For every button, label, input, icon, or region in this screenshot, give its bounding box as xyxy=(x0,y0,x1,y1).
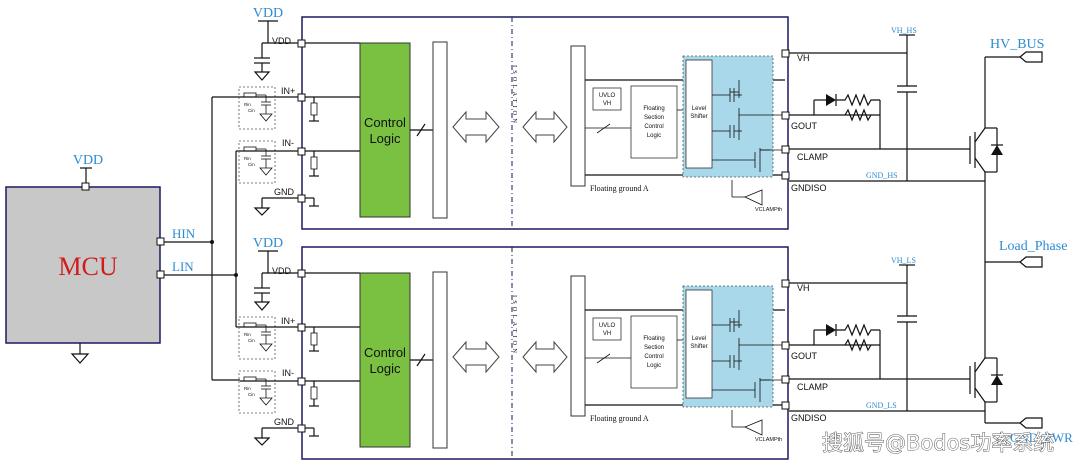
pin-gndiso: GNDISO xyxy=(791,183,827,193)
mcu-lin-label: LIN xyxy=(172,259,194,274)
pin-gout: GOUT xyxy=(791,121,818,131)
mcu-lin-pin xyxy=(156,270,165,279)
isolation-arrow-left xyxy=(452,110,500,144)
svg-text:Cin: Cin xyxy=(248,338,255,343)
svg-text:Level: Level xyxy=(692,336,706,342)
mcu-block: MCU VDD HIN LIN xyxy=(5,153,196,364)
control-logic-block xyxy=(359,42,411,218)
svg-text:Floating: Floating xyxy=(643,336,664,342)
supply-label: VH_HS xyxy=(891,26,917,35)
svg-text:Cin: Cin xyxy=(248,108,255,113)
svg-text:Shifter: Shifter xyxy=(690,114,707,120)
floating-ground-label: Floating ground A xyxy=(590,414,649,423)
isolation-arrow-right xyxy=(522,340,568,374)
pin-gndiso: GNDISO xyxy=(791,413,827,423)
bottom-net-label: GND_PWR xyxy=(1010,430,1073,445)
svg-text:Control: Control xyxy=(644,124,663,130)
svg-text:Section: Section xyxy=(644,345,664,351)
pin-in-plus: IN+ xyxy=(281,316,295,326)
vdd-top-label: VDD xyxy=(253,236,283,251)
supply-label: VH_LS xyxy=(891,256,916,265)
mcu-hin-pin xyxy=(156,237,165,246)
control-logic-label-2: Logic xyxy=(369,131,401,146)
pin-in-minus: IN- xyxy=(282,368,294,378)
isolation-arrow-right xyxy=(522,110,568,144)
vdd-top-label: VDD xyxy=(253,6,283,21)
watermark: 搜狐号@Bodos功率系统 xyxy=(822,431,1054,455)
svg-text:Cin: Cin xyxy=(248,392,255,397)
isolation-label: ISOLATION xyxy=(511,295,518,356)
pin-vdd: VDD xyxy=(272,36,292,46)
vclamp-label: VCLAMPth xyxy=(755,207,782,213)
svg-text:Cin: Cin xyxy=(248,162,255,167)
floating-ground-label: Floating ground A xyxy=(590,184,649,193)
isolation-arrow-left xyxy=(452,340,500,374)
channel-high-side: ISOLATION VDD VDD Rin Cin IN+ Rin xyxy=(238,6,985,230)
pin-in-minus: IN- xyxy=(282,138,294,148)
svg-text:UVLO: UVLO xyxy=(599,93,616,99)
pin-gnd: GND xyxy=(274,187,295,197)
svg-text:VH: VH xyxy=(603,101,611,107)
svg-text:Logic: Logic xyxy=(647,133,661,139)
control-logic-label-2: Logic xyxy=(369,361,401,376)
mcu-label: MCU xyxy=(58,252,117,281)
svg-text:Logic: Logic xyxy=(647,363,661,369)
mcu-hin-label: HIN xyxy=(172,226,196,241)
control-logic-label-1: Control xyxy=(364,115,406,130)
svg-text:Rin: Rin xyxy=(244,386,251,391)
control-logic-block xyxy=(359,272,411,448)
svg-text:Rin: Rin xyxy=(244,156,251,161)
mcu-signal-wires xyxy=(164,96,240,381)
pin-gnd: GND xyxy=(274,417,295,427)
pin-in-plus: IN+ xyxy=(281,86,295,96)
pin-clamp: CLAMP xyxy=(797,152,828,162)
ground-label: GND_HS xyxy=(866,171,898,180)
svg-text:Level: Level xyxy=(692,106,706,112)
svg-text:Control: Control xyxy=(644,354,663,360)
ground-label: GND_LS xyxy=(866,401,897,410)
pin-vh: VH xyxy=(797,53,810,63)
pin-clamp: CLAMP xyxy=(797,382,828,392)
svg-text:Shifter: Shifter xyxy=(690,344,707,350)
pin-gout: GOUT xyxy=(791,351,818,361)
mcu-vdd-label: VDD xyxy=(73,153,103,168)
load-phase-label: Load_Phase xyxy=(999,239,1067,254)
svg-text:Rin: Rin xyxy=(244,332,251,337)
control-logic-label-1: Control xyxy=(364,345,406,360)
hv-bus-label: HV_BUS xyxy=(990,37,1044,52)
svg-text:VH: VH xyxy=(603,331,611,337)
svg-text:Floating: Floating xyxy=(643,106,664,112)
isolation-label: ISOLATION xyxy=(511,65,518,126)
channel-low-side: ISOLATION VDD VDD Rin Cin IN+ Rin xyxy=(238,236,985,460)
svg-text:UVLO: UVLO xyxy=(599,323,616,329)
pin-vh: VH xyxy=(797,283,810,293)
svg-text:Rin: Rin xyxy=(244,102,251,107)
svg-text:Section: Section xyxy=(644,115,664,121)
pin-vdd: VDD xyxy=(272,266,292,276)
vclamp-label: VCLAMPth xyxy=(755,437,782,443)
power-stage: HV_BUS Load_Phase GND_PWR xyxy=(969,37,1073,445)
